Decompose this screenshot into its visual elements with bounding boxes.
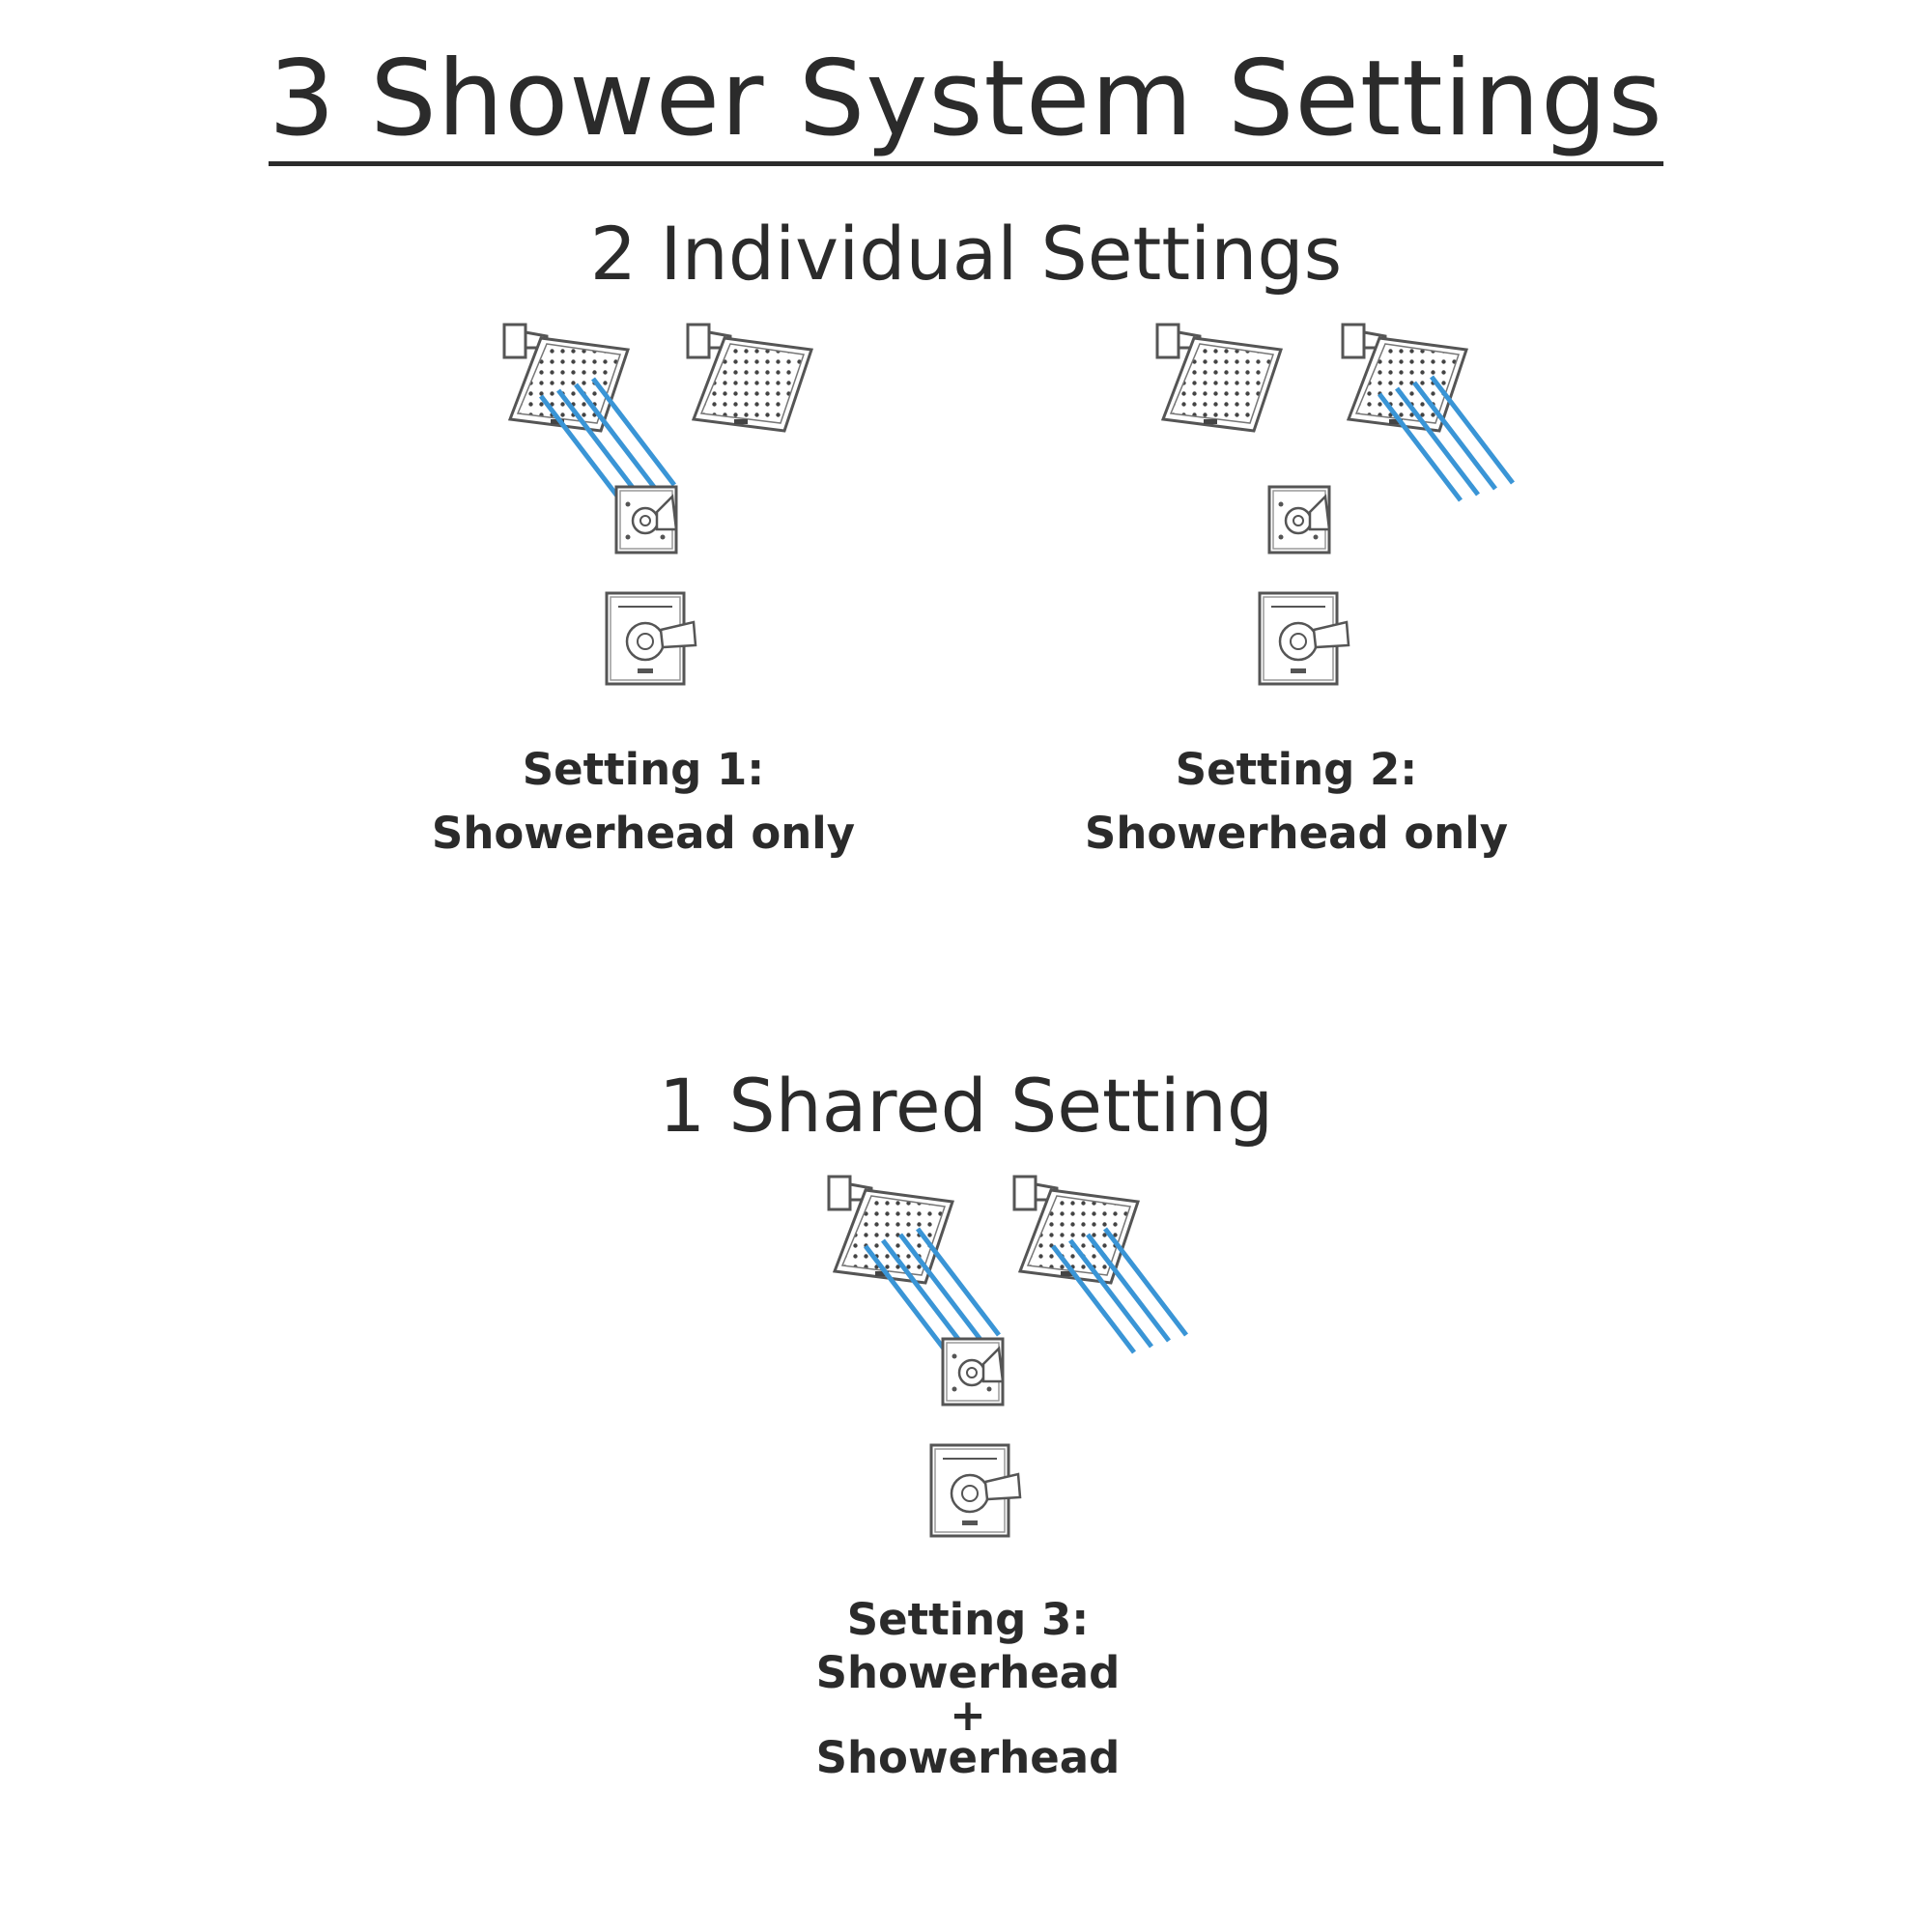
water-spray-icon — [866, 1229, 999, 1352]
showerhead-icon — [502, 323, 630, 433]
valve-trim-icon — [605, 591, 697, 686]
setting-3-assembly — [827, 1175, 1186, 1538]
individual-settings-heading: 2 Individual Settings — [589, 211, 1343, 297]
showerhead-icon — [1341, 323, 1468, 433]
page-title: 3 Shower System Settings — [0, 39, 1932, 166]
showerhead-icon — [827, 1175, 954, 1285]
valve-trim-icon — [1258, 591, 1350, 686]
setting-2-assembly — [1155, 323, 1513, 686]
setting-2-label: Setting 2: Showerhead only — [1084, 744, 1509, 859]
setting-3-label: Setting 3: Showerhead + Showerhead — [815, 1594, 1121, 1783]
diverter-icon — [614, 485, 678, 554]
water-spray-icon — [541, 379, 674, 502]
valve-trim-icon — [929, 1443, 1022, 1538]
setting-1-assembly — [502, 323, 813, 686]
water-spray-icon — [1053, 1229, 1186, 1352]
showerhead-icon — [1155, 323, 1283, 433]
water-spray-icon — [1379, 377, 1513, 500]
showerhead-icon — [686, 323, 813, 433]
setting-1-label: Setting 1: Showerhead only — [431, 744, 856, 859]
diverter-icon — [941, 1337, 1005, 1406]
diverter-icon — [1267, 485, 1331, 554]
shared-setting-heading: 1 Shared Setting — [658, 1063, 1274, 1149]
showerhead-icon — [1012, 1175, 1140, 1285]
